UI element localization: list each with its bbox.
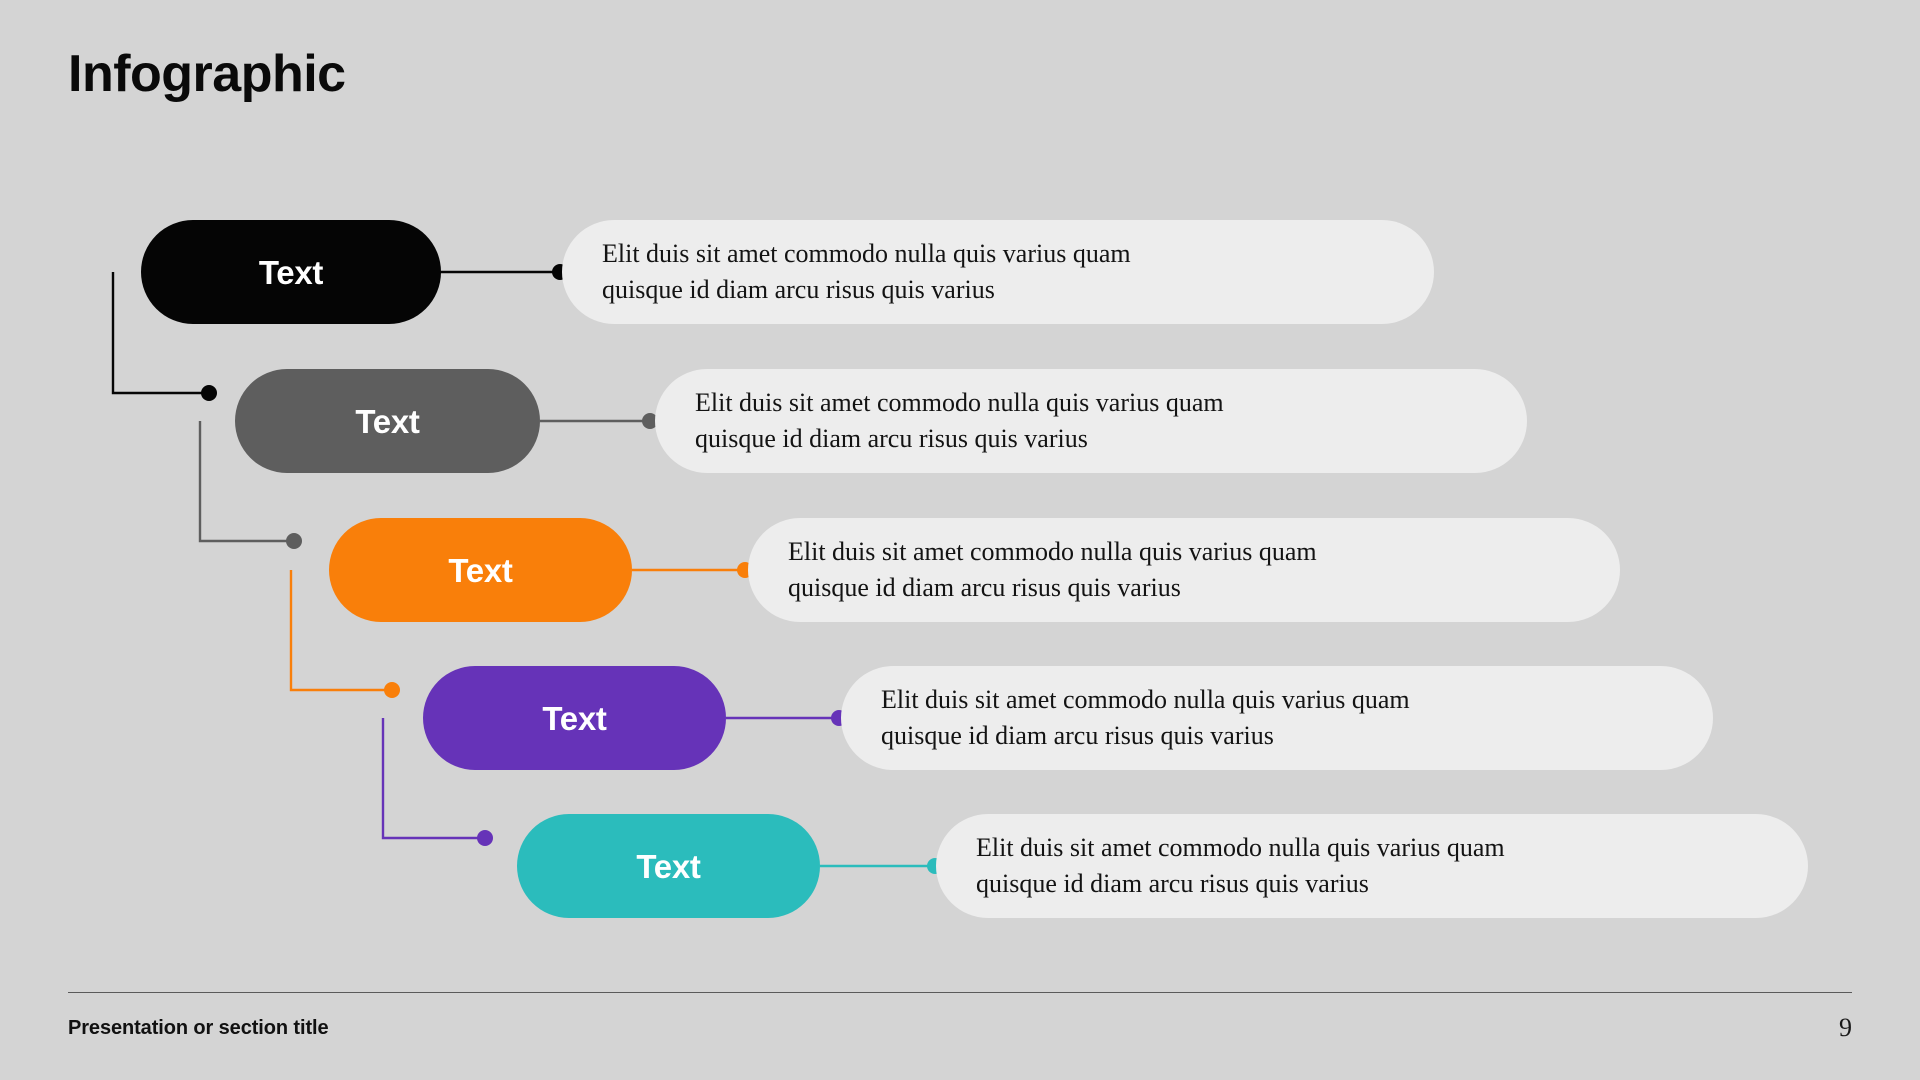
row-5-description-card[interactable]: Elit duis sit amet commodo nulla quis va… — [936, 814, 1808, 918]
row-4-pill[interactable]: Text — [423, 666, 726, 770]
row-3-description-card[interactable]: Elit duis sit amet commodo nulla quis va… — [748, 518, 1620, 622]
row-4-description-card[interactable]: Elit duis sit amet commodo nulla quis va… — [841, 666, 1713, 770]
row-4-desc-line-1: Elit duis sit amet commodo nulla quis va… — [881, 685, 1410, 715]
footer-section-title: Presentation or section title — [68, 1017, 329, 1039]
row-2-pill-label: Text — [355, 402, 420, 440]
footer-page-number: 9 — [1839, 1013, 1852, 1042]
row-4-desc-line-2: quisque id diam arcu risus quis varius — [881, 721, 1274, 750]
row-5-desc-line-1: Elit duis sit amet commodo nulla quis va… — [976, 833, 1505, 863]
row-5-pill[interactable]: Text — [517, 814, 820, 918]
row-4-pill-label: Text — [542, 699, 607, 737]
row-2-desc-line-2: quisque id diam arcu risus quis varius — [695, 424, 1088, 453]
row-2-pill[interactable]: Text — [235, 369, 540, 473]
row-3-pill-label: Text — [448, 551, 513, 589]
row-1-desc-line-1: Elit duis sit amet commodo nulla quis va… — [602, 239, 1131, 269]
row-5-pill-label: Text — [636, 847, 701, 885]
row-1-pill-label: Text — [258, 253, 324, 291]
row-5-desc-line-2: quisque id diam arcu risus quis varius — [976, 869, 1369, 898]
row-1-description-card[interactable]: Elit duis sit amet commodo nulla quis va… — [562, 220, 1434, 324]
page-title: Infographic — [68, 45, 346, 103]
row-3-desc-line-2: quisque id diam arcu risus quis varius — [788, 573, 1181, 602]
row-1-desc-line-2: quisque id diam arcu risus quis varius — [602, 275, 995, 304]
row-3-pill[interactable]: Text — [329, 518, 632, 622]
row-3-desc-line-1: Elit duis sit amet commodo nulla quis va… — [788, 537, 1317, 567]
row-2-description-card[interactable]: Elit duis sit amet commodo nulla quis va… — [655, 369, 1527, 473]
row-1-pill[interactable]: Text — [141, 220, 441, 324]
footer-divider — [68, 992, 1852, 993]
row-2-desc-line-1: Elit duis sit amet commodo nulla quis va… — [695, 388, 1224, 418]
